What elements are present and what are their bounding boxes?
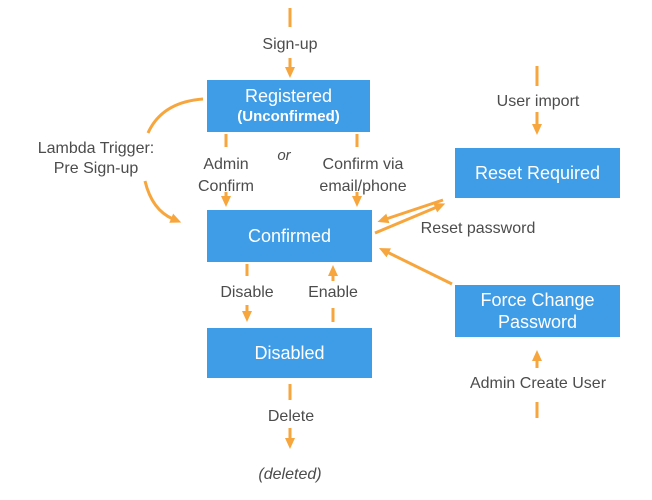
- label-admin-create-user: Admin Create User: [469, 375, 607, 392]
- label-lambda-trigger-line1: Lambda Trigger:: [37, 140, 155, 157]
- state-force-change-password-title-line2: Password: [497, 312, 578, 332]
- state-registered-title: Registered: [244, 86, 333, 106]
- label-sign-up: Sign-up: [262, 36, 318, 53]
- confirmed-to-reset-required-arrow: [374, 203, 446, 235]
- state-reset-required: Reset Required: [455, 148, 620, 198]
- label-disable: Disable: [220, 284, 274, 301]
- state-confirmed-title: Confirmed: [247, 226, 332, 246]
- state-registered-subtitle: (Unconfirmed): [237, 108, 340, 125]
- label-user-import: User import: [496, 93, 580, 110]
- state-force-change-password: Force Change Password: [455, 285, 620, 337]
- state-registered: Registered (Unconfirmed): [207, 80, 370, 132]
- label-confirm-via-line2: email/phone: [319, 178, 407, 195]
- label-admin-confirm: Admin Confirm: [198, 154, 254, 198]
- label-deleted-terminal: (deleted): [258, 466, 322, 483]
- label-admin-confirm-line2: Confirm: [197, 178, 255, 195]
- label-or: or: [277, 147, 291, 164]
- state-reset-required-title: Reset Required: [474, 163, 601, 183]
- label-delete: Delete: [267, 408, 315, 425]
- state-force-change-password-title-line1: Force Change: [480, 290, 595, 310]
- label-lambda-trigger: Lambda Trigger: Pre Sign-up: [38, 139, 155, 179]
- state-disabled-title: Disabled: [254, 343, 325, 363]
- lambda-trigger-arc-arrow: [143, 97, 204, 223]
- label-lambda-trigger-line2: Pre Sign-up: [53, 160, 139, 177]
- label-reset-password: Reset password: [420, 220, 536, 237]
- label-confirm-via: Confirm via email/phone: [319, 154, 406, 198]
- label-admin-confirm-line1: Admin: [203, 156, 249, 173]
- state-disabled: Disabled: [207, 328, 372, 378]
- force-change-to-confirmed-arrow: [378, 248, 453, 286]
- label-enable: Enable: [308, 284, 358, 301]
- state-confirmed: Confirmed: [207, 210, 372, 262]
- label-confirm-via-line1: Confirm via: [322, 156, 404, 173]
